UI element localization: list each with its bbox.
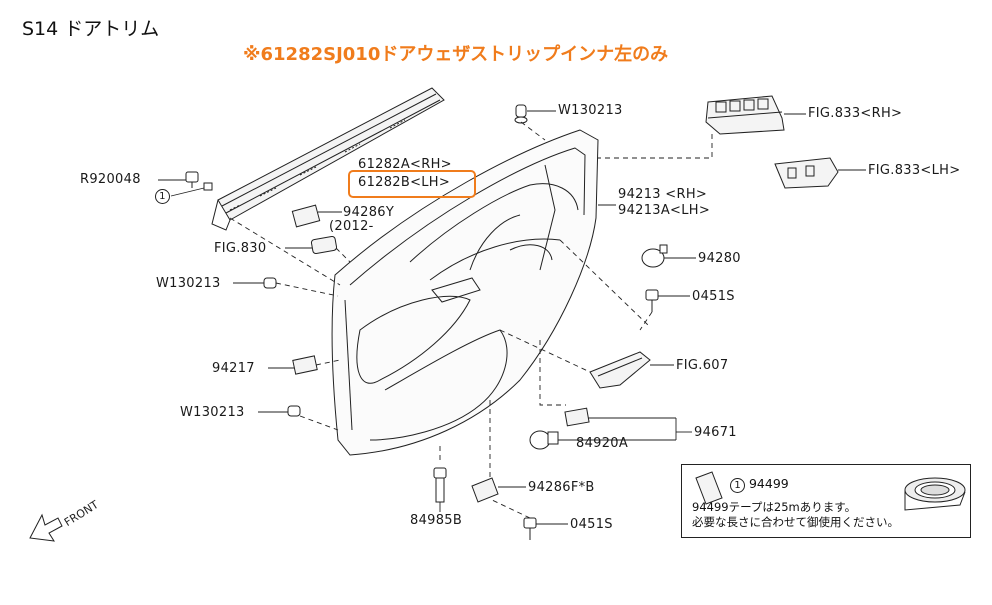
dashed-assembly-lines [229, 121, 713, 519]
tape-note-box [681, 464, 971, 538]
front-arrow [29, 513, 63, 542]
label-w130213-mid: W130213 [156, 276, 221, 291]
label-94286y: 94286Y [343, 205, 395, 220]
fig607-handle [589, 351, 651, 389]
label-61282b: 61282B<LH> [358, 175, 451, 190]
circle-one-badge: 1 [155, 189, 170, 204]
leader-lines [158, 110, 866, 525]
label-0451s-mid: 0451S [692, 289, 735, 304]
p84985b-part [433, 467, 447, 503]
note-line-2: 必要な長さに合わせて御使用ください。 [692, 515, 899, 529]
label-circle-one: 1 [155, 189, 170, 204]
fig833-rh-switch [705, 95, 785, 135]
w130213-clip-mid [263, 277, 277, 289]
p94671-part [564, 407, 590, 427]
w130213-clip-top [514, 104, 528, 124]
label-94213: 94213 <RH> [618, 187, 708, 202]
label-fig833-rh[interactable]: FIG.833<RH> [808, 106, 903, 121]
tape-roll-icon [695, 471, 966, 511]
r920048-screw [185, 171, 213, 191]
label-r920048: R920048 [80, 172, 141, 187]
p94217-part [292, 355, 318, 375]
label-84920a: 84920A [576, 436, 629, 451]
label-61282a: 61282A<RH> [358, 157, 452, 172]
label-94280: 94280 [698, 251, 741, 266]
label-w130213-low: W130213 [180, 405, 245, 420]
p84920a-lamp [529, 430, 559, 450]
w130213-clip-low [287, 405, 301, 417]
label-94213a: 94213A<LH> [618, 203, 711, 218]
note-part-label: 94499 [748, 476, 789, 491]
label-fig607[interactable]: FIG.607 [676, 358, 729, 373]
p0451s-screw-mid [645, 289, 659, 312]
weather-strip-part [211, 87, 445, 231]
p0451s-screw-low [523, 517, 537, 540]
p94286f-bracket [471, 477, 499, 503]
part-note-headline: ※61282SJ010ドアウェザストリップインナ左のみ [243, 44, 669, 65]
note-part-number: 1 94499 [730, 476, 789, 493]
label-fig830[interactable]: FIG.830 [214, 241, 267, 256]
label-fig833-lh[interactable]: FIG.833<LH> [868, 163, 961, 178]
p94286y-part [291, 204, 321, 228]
label-w130213-top: W130213 [558, 103, 623, 118]
door-trim-panel [331, 129, 599, 456]
label-84985b: 84985B [410, 513, 463, 528]
highlight-box [348, 170, 476, 198]
label-94671: 94671 [694, 425, 737, 440]
page-title: S14 ドアトリム [22, 18, 160, 40]
p94280-part [641, 244, 668, 268]
note-circle-one: 1 [730, 478, 745, 493]
fig830-part [310, 235, 338, 255]
note-line-1: 94499テープは25mあります。 [692, 500, 857, 514]
fig833-lh-switch [774, 157, 839, 189]
label-94286f: 94286F*B [528, 480, 595, 495]
label-94217: 94217 [212, 361, 255, 376]
label-94286y-sub: (2012- [329, 219, 374, 234]
label-0451s-low: 0451S [570, 517, 613, 532]
